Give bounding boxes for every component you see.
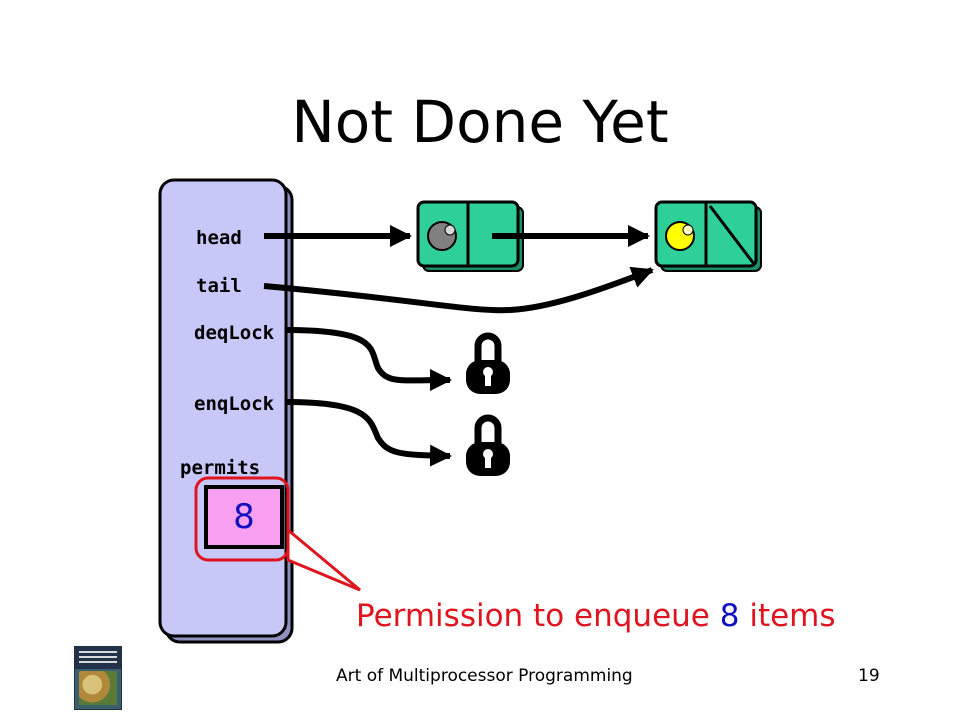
permits-highlight <box>194 476 290 562</box>
tail-pointer-arrow <box>263 266 654 314</box>
footer-course-title: Art of Multiprocessor Programming <box>336 666 633 686</box>
enqlock-pointer-arrow <box>285 399 452 467</box>
permits-caption: Permission to enqueue 8 items <box>356 598 836 634</box>
field-head-label: head <box>196 227 242 249</box>
permits-box <box>204 485 284 549</box>
slide-title: Not Done Yet <box>291 88 669 156</box>
field-enqlock-label: enqLock <box>194 393 275 415</box>
caption-number: 8 <box>719 598 740 634</box>
permits-value: 8 <box>233 497 255 537</box>
field-tail-label: tail <box>196 275 242 297</box>
book-cover-icon <box>74 646 122 710</box>
null-pointer-slash <box>708 205 756 265</box>
caption-text-before: Permission to enqueue <box>356 598 710 634</box>
deq-padlock-icon <box>466 332 510 394</box>
sentinel-node <box>416 200 524 272</box>
tail-node <box>654 200 762 272</box>
field-deqlock-label: deqLock <box>194 322 275 344</box>
deqlock-pointer-arrow <box>285 327 452 392</box>
callout-pointer <box>286 526 361 592</box>
field-permits-label: permits <box>180 457 261 479</box>
enq-padlock-icon <box>466 414 510 476</box>
caption-text-after: items <box>749 598 836 634</box>
footer-page-number: 19 <box>858 666 880 686</box>
